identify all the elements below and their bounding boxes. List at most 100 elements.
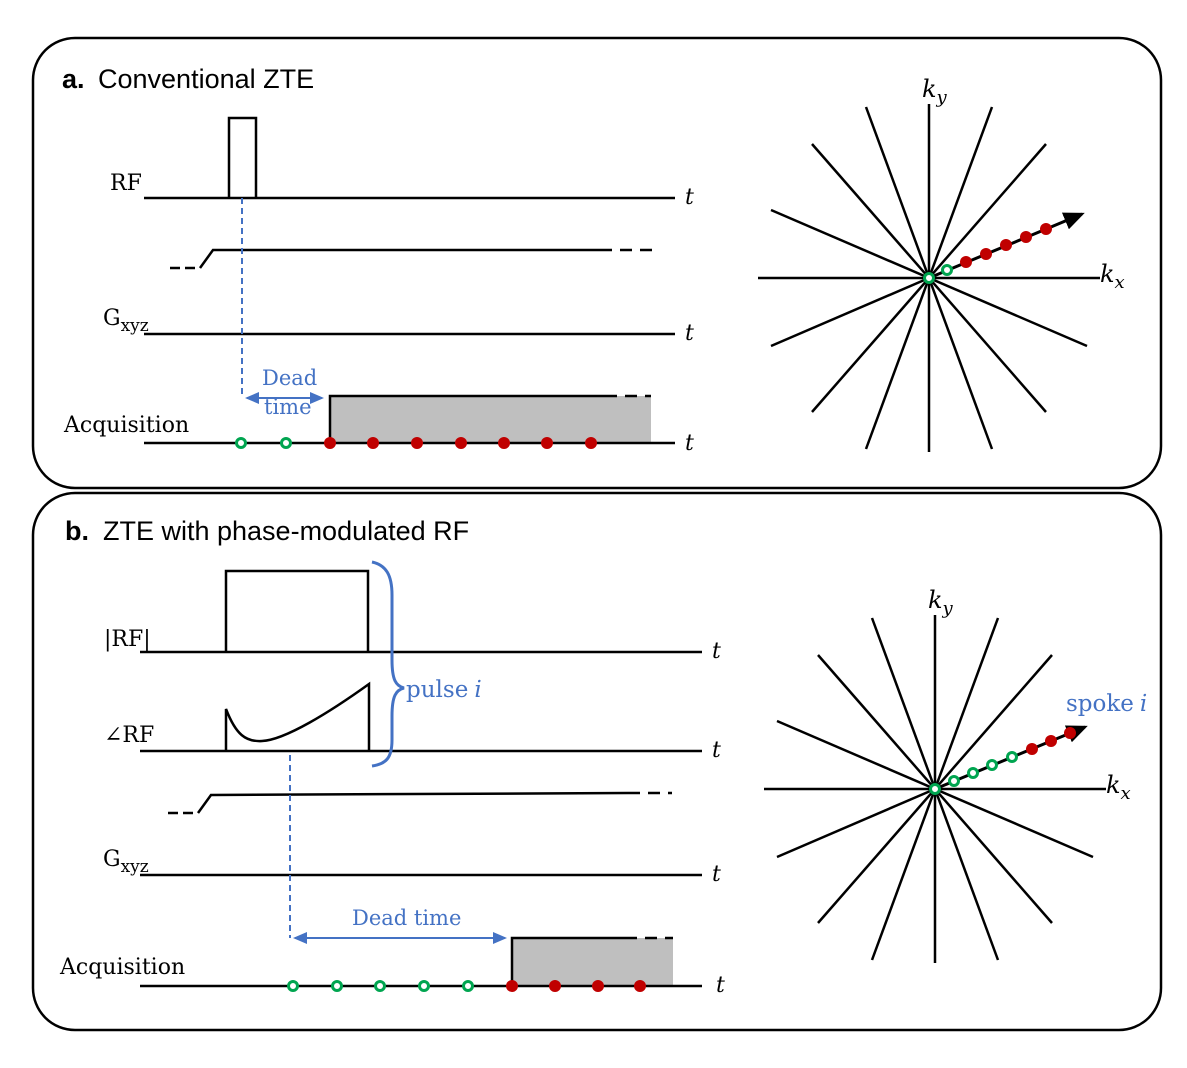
dead-time-sample [929, 783, 941, 795]
dead-time-samples [287, 980, 474, 992]
dead-time-sample [462, 980, 474, 992]
rf-label: RF [110, 171, 142, 196]
acquisition-window-edge [328, 394, 605, 443]
acquired-samples [324, 437, 597, 449]
dead-time-sample [235, 437, 247, 449]
dead-time-sample [941, 264, 953, 276]
acquisition-label: Acquisition [59, 955, 185, 980]
spoke-index: i [1140, 691, 1147, 717]
ky-main: k [922, 75, 937, 103]
acquired-sample [411, 437, 423, 449]
gradient-waveform-a [170, 248, 655, 270]
acquired-sample [549, 980, 561, 992]
t-label-acq: t [685, 431, 694, 456]
kspace-spoke [770, 276, 930, 348]
acquired-sample [980, 248, 992, 260]
dead-time-sample [1006, 751, 1018, 763]
t-label-rf: t [685, 185, 694, 210]
panel-b-frame [31, 491, 1163, 1032]
dead-time-sample [967, 767, 979, 779]
pulse-index: i [474, 677, 481, 703]
rf-magnitude-row: |RF| t [104, 569, 721, 664]
rf-row-a: RF t [110, 116, 694, 210]
dead-time-label-1: Dead [262, 366, 317, 390]
t-label-rf-phase: t [712, 738, 721, 763]
acquired-sample [960, 256, 972, 268]
panel-a: a. Conventional ZTE RF t Gxyz t Dead tim… [31, 36, 1163, 490]
acquired-sample [1000, 239, 1012, 251]
acquisition-row-b: Acquisition t [59, 936, 725, 998]
rf-pulse [227, 116, 258, 198]
kx-label-b: kx [1106, 771, 1131, 804]
acquired-sample [367, 437, 379, 449]
acquisition-row-a: Acquisition t [63, 394, 694, 456]
gradient-ramp [196, 791, 629, 814]
panel-a-frame [31, 36, 1163, 490]
ky-sub: y [942, 598, 954, 619]
rf-phase-curve [224, 681, 371, 751]
gradient-waveform-b [168, 791, 672, 815]
acquired-sample [1045, 735, 1057, 747]
ky-sub: y [936, 87, 948, 108]
dead-time-sample [374, 980, 386, 992]
gxyz-row-a: Gxyz t [103, 306, 694, 346]
dead-time-sample [280, 437, 292, 449]
gxyz-label: Gxyz [103, 306, 149, 336]
acquisition-label: Acquisition [63, 413, 189, 438]
gxyz-main: G [103, 847, 121, 872]
acquired-sample [1040, 223, 1052, 235]
gradient-ramp [198, 248, 600, 269]
rf-phase-row: ∠RF t [104, 681, 721, 763]
kx-main: k [1106, 771, 1121, 799]
acquired-sample [1064, 727, 1076, 739]
kx-sub: x [1121, 783, 1131, 804]
acquired-sample [324, 437, 336, 449]
kspace-diagram-a: ky kx [758, 75, 1125, 452]
gxyz-main: G [103, 306, 121, 331]
dead-time-sample [418, 980, 430, 992]
acquired-sample [1026, 743, 1038, 755]
acquisition-window [512, 938, 673, 986]
gxyz-sub: xyz [121, 857, 149, 877]
panel-b: b. ZTE with phase-modulated RF |RF| t ∠R… [31, 491, 1163, 1032]
kx-sub: x [1115, 272, 1125, 293]
acquired-sample [634, 980, 646, 992]
acquired-sample [498, 437, 510, 449]
dead-time-label-2: time [264, 395, 312, 419]
ky-label-b: ky [928, 586, 954, 619]
kx-label-a: kx [1100, 260, 1125, 293]
dead-time-sample [331, 980, 343, 992]
dead-time-samples [235, 437, 292, 449]
rf-magnitude-label: |RF| [104, 627, 151, 652]
acquired-sample [585, 437, 597, 449]
ky-label-a: ky [922, 75, 948, 108]
spoke-word: spoke [1066, 691, 1134, 717]
t-label-acq: t [716, 973, 725, 998]
panel-b-title: ZTE with phase-modulated RF [103, 516, 469, 546]
kx-main: k [1100, 260, 1115, 288]
panel-b-letter: b. [65, 516, 89, 546]
acquisition-window [330, 396, 651, 443]
acquired-sample [592, 980, 604, 992]
dead-time-sample [287, 980, 299, 992]
gxyz-row-b: Gxyz t [103, 847, 721, 887]
brace-icon [371, 560, 405, 768]
dead-time-annotation-b: Dead time [289, 755, 507, 944]
pulse-word: pulse [406, 677, 468, 703]
acquired-samples [506, 980, 646, 992]
kspace-spoke [776, 787, 936, 859]
ky-main: k [928, 586, 943, 614]
t-label-gxyz: t [712, 862, 721, 887]
rf-magnitude-pulse [224, 569, 370, 652]
acquired-sample [455, 437, 467, 449]
dead-time-sample [986, 759, 998, 771]
panel-a-title: Conventional ZTE [98, 64, 314, 94]
gxyz-sub: xyz [121, 316, 149, 336]
t-label-rf-mag: t [712, 639, 721, 664]
panel-a-letter: a. [62, 64, 85, 94]
rf-phase-label: ∠RF [104, 723, 154, 748]
dead-time-sample [923, 272, 935, 284]
